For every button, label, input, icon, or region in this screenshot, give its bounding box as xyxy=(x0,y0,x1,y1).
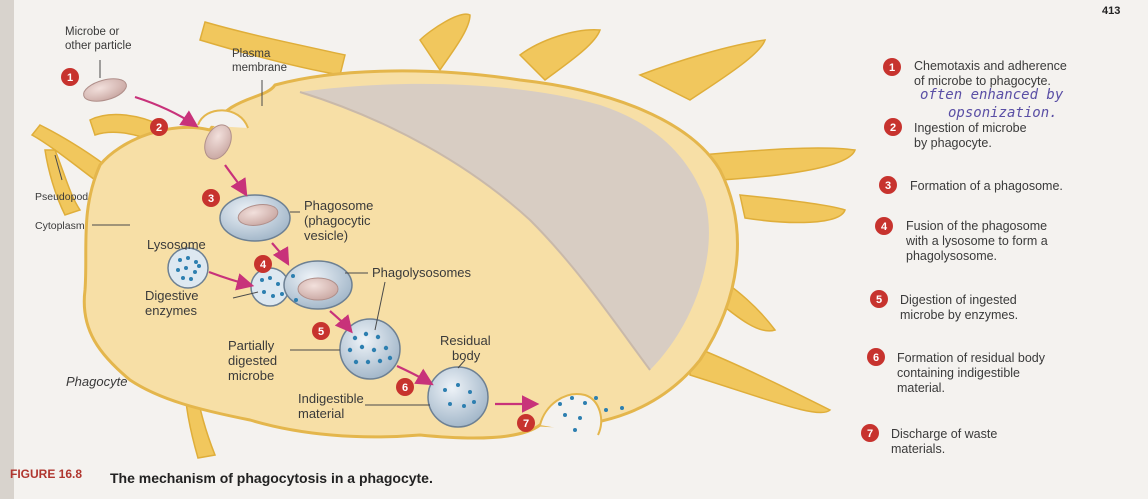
figure-caption: The mechanism of phagocytosis in a phago… xyxy=(110,470,433,486)
label-partially-1: Partially xyxy=(228,338,275,353)
step-3-line-1: Formation of a phagosome. xyxy=(910,179,1063,193)
marker-6: 6 xyxy=(402,382,408,394)
step-4-line-2: with a lysosome to form a xyxy=(905,234,1048,248)
marker-5: 5 xyxy=(318,326,324,338)
step-6-line-2: containing indigestible xyxy=(897,366,1020,380)
step-6-number: 6 xyxy=(873,352,879,364)
label-digestive-2: enzymes xyxy=(145,303,198,318)
step-6-line-3: material. xyxy=(897,381,945,395)
label-phagosome-1: Phagosome xyxy=(304,198,373,213)
label-pseudopod: Pseudopod xyxy=(35,191,88,203)
step-3-number: 3 xyxy=(885,180,891,192)
label-lysosome: Lysosome xyxy=(147,237,206,252)
label-phagocyte: Phagocyte xyxy=(66,374,127,389)
step-5-line-2: microbe by enzymes. xyxy=(900,308,1018,322)
marker-1: 1 xyxy=(67,72,73,84)
label-phagosome-2: (phagocytic xyxy=(304,213,371,228)
marker-2: 2 xyxy=(156,122,162,134)
label-cytoplasm: Cytoplasm xyxy=(35,220,85,232)
label-microbe-1: Microbe or xyxy=(65,26,119,38)
label-plasma-2: membrane xyxy=(232,62,287,74)
handwritten-note-1: often enhanced by xyxy=(920,87,1064,103)
step-2-line-1: Ingestion of microbe xyxy=(914,121,1027,135)
figure-number: FIGURE 16.8 xyxy=(10,467,82,481)
step-1-line-2: of microbe to phagocyte. xyxy=(914,74,1051,88)
marker-3: 3 xyxy=(208,193,214,205)
step-1-number: 1 xyxy=(889,62,895,74)
step-4-line-3: phagolysosome. xyxy=(906,249,997,263)
step-2-line-2: by phagocyte. xyxy=(914,136,992,150)
step-1-line-1: Chemotaxis and adherence xyxy=(914,59,1067,73)
step-6-line-1: Formation of residual body xyxy=(897,351,1046,365)
label-phagolysosomes: Phagolysosomes xyxy=(372,265,471,280)
label-plasma-1: Plasma xyxy=(232,48,271,60)
handwritten-note-2: opsonization. xyxy=(948,105,1058,121)
label-partially-2: digested xyxy=(228,353,277,368)
label-phagosome-3: vesicle) xyxy=(304,228,348,243)
label-residual-2: body xyxy=(452,348,481,363)
label-digestive-1: Digestive xyxy=(145,288,198,303)
label-partially-3: microbe xyxy=(228,368,274,383)
fusing-lysosome xyxy=(251,268,289,306)
step-2-number: 2 xyxy=(890,122,896,134)
label-residual-1: Residual xyxy=(440,333,491,348)
marker-7: 7 xyxy=(523,418,529,430)
step-4-number: 4 xyxy=(881,221,888,233)
label-indigestible-2: material xyxy=(298,406,344,421)
page-number: 413 xyxy=(1102,5,1120,17)
step-4-line-1: Fusion of the phagosome xyxy=(906,219,1047,233)
step-7-line-1: Discharge of waste xyxy=(891,427,997,441)
residual-body xyxy=(428,367,488,427)
label-indigestible-1: Indigestible xyxy=(298,391,364,406)
step-5-line-1: Digestion of ingested xyxy=(900,293,1017,307)
step-7-line-2: materials. xyxy=(891,442,945,456)
step-7-number: 7 xyxy=(867,428,873,440)
page-gutter xyxy=(0,0,14,499)
phagolysosome-microbe xyxy=(298,278,338,300)
marker-4: 4 xyxy=(260,259,267,271)
step-5-number: 5 xyxy=(876,294,882,306)
label-microbe-2: other particle xyxy=(65,40,131,52)
